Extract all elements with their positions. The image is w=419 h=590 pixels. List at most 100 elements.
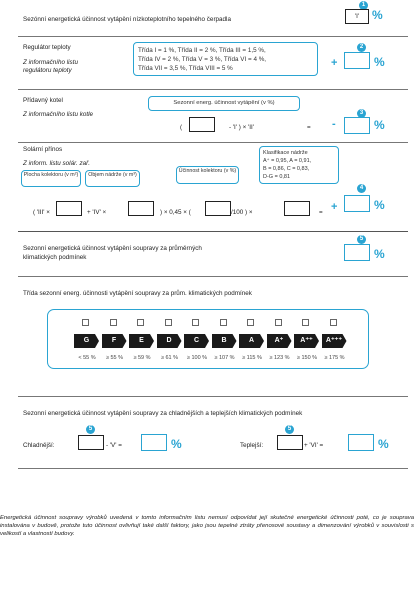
energy-class-threshold: ≥ 100 % <box>186 355 208 361</box>
energy-class-threshold: ≥ 59 % <box>133 355 151 361</box>
energy-class-arrow: B <box>211 334 237 348</box>
value-box-2[interactable] <box>344 52 370 69</box>
divider-3 <box>18 142 408 143</box>
energy-class-checkbox[interactable] <box>137 319 144 326</box>
value-box-3[interactable] <box>344 117 370 134</box>
colder-pct: % <box>171 437 182 451</box>
row1-label: Sezónní energetická účinnost vytápění ní… <box>23 16 231 23</box>
value-box-1-text: 'I' <box>354 13 360 20</box>
energy-class-arrow: A⁺⁺⁺ <box>321 334 347 348</box>
divider-6 <box>18 396 408 397</box>
energy-class-arrow: A⁺ <box>266 334 292 348</box>
value-box-1[interactable]: 'I' <box>345 9 369 24</box>
controller-class-line-1: Třída I = 1 %, Třída II = 2 %, Třída III… <box>138 47 266 54</box>
energy-class-arrow: A <box>239 334 264 348</box>
energy-class-arrow: C <box>184 334 209 348</box>
collector-efficiency-bubble: Účinnost kolektoru (v %) <box>176 166 239 184</box>
marker-5: 5 <box>357 235 366 244</box>
pct-5: % <box>374 247 385 261</box>
plus-2: + <box>331 57 338 69</box>
row4-formula-iii: ( 'III' × <box>33 209 50 216</box>
divider-4 <box>18 231 408 232</box>
divider-1 <box>18 36 408 37</box>
warmer-base-input[interactable] <box>277 435 303 450</box>
energy-class-arrow: A⁺⁺ <box>294 334 319 348</box>
energy-class-checkbox[interactable] <box>192 319 199 326</box>
row5-label: Sezonní energetická účinnost vytápění so… <box>23 245 202 261</box>
boiler-efficiency-input[interactable] <box>189 117 215 132</box>
marker-5-colder: 5 <box>86 425 95 434</box>
row3-source: Z informačního listu kotle <box>23 111 93 118</box>
tank-class-line-1: Klasifikace nádrže <box>263 150 308 156</box>
tank-class-line-3: B = 0,86, C = 0,83, <box>263 166 310 172</box>
energy-class-threshold: ≥ 115 % <box>242 355 262 361</box>
energy-class-checkbox[interactable] <box>219 319 227 326</box>
divider-5 <box>18 276 408 277</box>
row4-formula-mul: ) × 0,45 × ( <box>160 209 191 216</box>
energy-class-arrow: E <box>129 334 154 348</box>
warmer-label: Teplejší: <box>240 442 264 449</box>
energy-class-checkbox[interactable] <box>82 319 89 326</box>
row3-mid: - 'I' ) × 'II' <box>229 124 254 131</box>
marker-5-warmer: 5 <box>285 425 294 434</box>
energy-class-threshold: ≥ 123 % <box>269 355 290 361</box>
energy-class-checkbox[interactable] <box>247 319 254 326</box>
tank-volume-bubble: Objem nádrže (v m³) <box>85 170 140 187</box>
collector-area-input[interactable] <box>56 201 82 216</box>
divider-2 <box>18 89 408 90</box>
row2-title: Regulátor teploty <box>23 44 71 51</box>
row3-equals: = <box>307 124 311 131</box>
energy-class-arrow: D <box>156 334 182 348</box>
pct-2: % <box>374 55 385 69</box>
controller-class-line-3: Třída VII = 3,5 %, Třída VIII = 5 % <box>138 65 233 72</box>
energy-class-threshold: ≥ 61 % <box>160 355 179 361</box>
energy-class-threshold: ≥ 175 % <box>324 355 345 361</box>
warmer-pct: % <box>378 437 389 451</box>
marker-4: 4 <box>357 184 366 193</box>
colder-operator: - 'V' = <box>106 442 122 449</box>
energy-class-checkbox[interactable] <box>164 319 172 326</box>
energy-class-checkbox[interactable] <box>329 319 337 326</box>
energy-class-checkbox[interactable] <box>109 319 117 326</box>
warmer-result-box[interactable] <box>348 434 374 451</box>
collector-efficiency-input[interactable] <box>205 201 231 216</box>
energy-class-arrow: G <box>74 334 99 348</box>
value-box-5[interactable] <box>344 244 370 261</box>
collector-area-bubble: Plocha kolektoru (v m²) <box>21 170 81 187</box>
minus-3: - <box>332 118 336 130</box>
colder-base-input[interactable] <box>78 435 104 450</box>
energy-class-checkbox[interactable] <box>274 319 282 326</box>
marker-2: 2 <box>357 43 366 52</box>
colder-result-box[interactable] <box>141 434 167 451</box>
row4-equals: = <box>319 209 323 216</box>
pct-1: % <box>372 8 383 22</box>
warmer-operator: + 'VI' = <box>304 442 324 449</box>
energy-class-threshold: ≥ 107 % <box>214 355 235 361</box>
colder-label: Chladnější: <box>23 442 55 449</box>
energy-class-threshold: ≥ 150 % <box>296 355 318 361</box>
divider-7 <box>18 468 408 469</box>
tank-class-line-4: D-G = 0,81 <box>263 174 291 180</box>
climate-title: Sezonní energetická účinnost vytápění so… <box>23 410 303 417</box>
marker-3: 3 <box>357 109 366 118</box>
controller-class-bubble: Třída I = 1 %, Třída II = 2 %, Třída III… <box>133 42 318 76</box>
energy-class-checkbox[interactable] <box>302 319 309 326</box>
boiler-efficiency-bubble: Sezonní energ. účinnost vytápění (v %) <box>148 96 300 111</box>
tank-class-input[interactable] <box>284 201 310 216</box>
row4-formula-div: /100 ) × <box>231 209 253 216</box>
energy-class-threshold: < 55 % <box>78 355 96 361</box>
plus-4: + <box>331 201 338 213</box>
row4-title: Solární přínos <box>23 146 63 153</box>
row3-title: Přídavný kotel <box>23 97 63 104</box>
row4-formula-iv: + 'IV' × <box>87 209 107 216</box>
energy-class-arrow: F <box>101 334 127 348</box>
pct-3: % <box>374 118 385 132</box>
tank-class-bubble: Klasifikace nádrže A⁺ = 0,95, A = 0,91, … <box>259 146 339 184</box>
energy-class-threshold: ≥ 55 % <box>105 355 124 361</box>
controller-class-line-2: Třída IV = 2 %, Třída V = 3 %, Třída VI … <box>138 56 267 63</box>
tank-class-line-2: A⁺ = 0,95, A = 0,91, <box>263 158 312 164</box>
row2-source: Z informačního listu regulátoru teploty <box>23 59 78 74</box>
value-box-4[interactable] <box>344 195 370 212</box>
tank-volume-input[interactable] <box>128 201 154 216</box>
marker-1: 1 <box>359 1 368 10</box>
